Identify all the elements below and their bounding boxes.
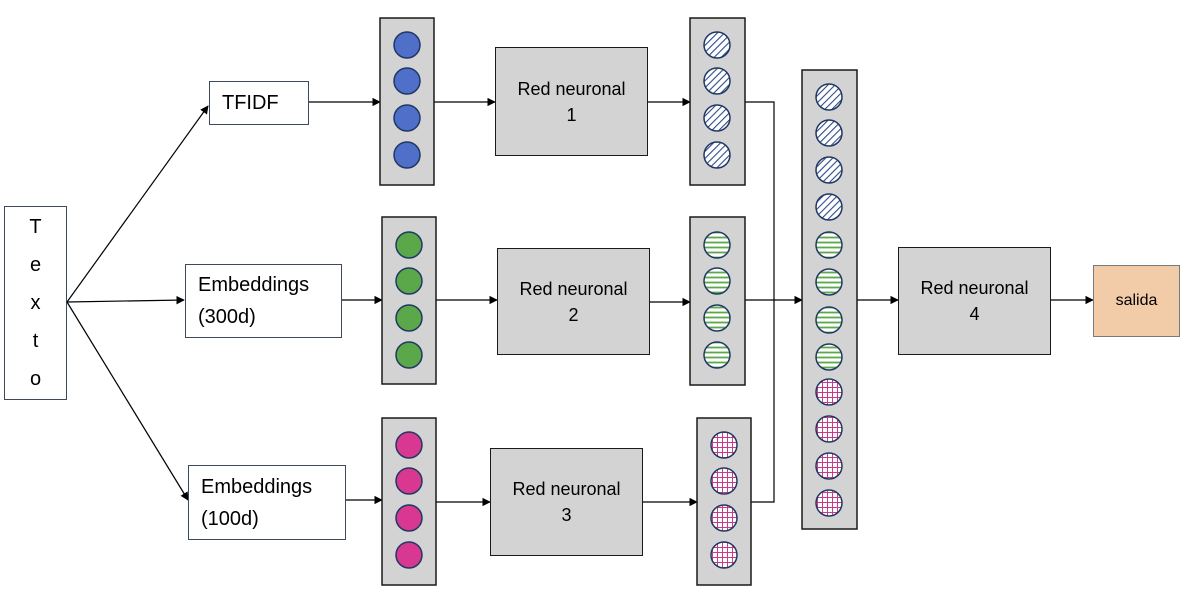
node (393, 104, 421, 132)
nn3-title: Red neuronal (512, 479, 621, 499)
node (815, 489, 843, 517)
texto-letter: o (29, 368, 42, 390)
input-vector-1-nodes (393, 31, 421, 169)
node (395, 504, 423, 532)
node (703, 231, 731, 259)
input-vector-3-nodes (395, 431, 423, 569)
texto-input-box: T e x t o (4, 206, 67, 400)
node (710, 541, 738, 569)
node (815, 343, 843, 371)
texto-letter: T (29, 216, 42, 238)
node (393, 67, 421, 95)
node (815, 193, 843, 221)
salida-label: salida (1115, 292, 1158, 309)
node (395, 431, 423, 459)
node (815, 119, 843, 147)
node (815, 306, 843, 334)
neural-network-2: Red neuronal 2 (497, 248, 650, 355)
nn1-title: Red neuronal (517, 78, 626, 99)
nn3-number: 3 (561, 505, 572, 525)
nn2-title: Red neuronal (519, 278, 628, 299)
arrow-texto-emb100 (66, 301, 189, 501)
node (703, 304, 731, 332)
node (703, 104, 731, 132)
node (703, 67, 731, 95)
node (710, 504, 738, 532)
texto-letter: x (30, 292, 41, 314)
salida-output-box: salida (1093, 265, 1180, 337)
embeddings-100d-box: Embeddings (100d) (188, 465, 346, 540)
nn4-number: 4 (969, 304, 980, 324)
arrow-texto-emb300 (66, 295, 185, 305)
node (815, 83, 843, 111)
neural-network-4: Red neuronal 4 (898, 247, 1051, 355)
embeddings-100d-label-line1: Embeddings (201, 476, 313, 498)
input-vector-2-nodes (395, 231, 423, 369)
node (815, 378, 843, 406)
node (393, 31, 421, 59)
node (393, 141, 421, 169)
neural-network-3: Red neuronal 3 (490, 448, 643, 556)
node (395, 467, 423, 495)
node (815, 231, 843, 259)
nn4-title: Red neuronal (920, 278, 1029, 298)
output-vector-2-nodes (703, 231, 731, 369)
node (710, 467, 738, 495)
concat-vector-nodes (815, 83, 843, 517)
nn2-number: 2 (568, 304, 579, 325)
embeddings-300d-box: Embeddings (300d) (185, 264, 342, 338)
node (395, 304, 423, 332)
node (815, 452, 843, 480)
output-vector-1-nodes (703, 31, 731, 169)
embeddings-300d-label-line1: Embeddings (198, 274, 310, 296)
node (710, 431, 738, 459)
merge-line (745, 101, 775, 503)
embeddings-100d-label-line2: (100d) (201, 508, 259, 530)
node (395, 341, 423, 369)
output-vector-3-nodes (710, 431, 738, 569)
tfidf-label: TFIDF (222, 92, 279, 114)
node (815, 156, 843, 184)
arrow-texto-tfidf (66, 105, 209, 303)
tfidf-box: TFIDF (209, 81, 309, 125)
neural-network-1: Red neuronal 1 (495, 47, 648, 156)
embeddings-300d-label-line2: (300d) (198, 306, 256, 328)
node (395, 231, 423, 259)
node (703, 267, 731, 295)
node (395, 541, 423, 569)
nn1-number: 1 (566, 104, 577, 125)
node (703, 341, 731, 369)
node (815, 268, 843, 296)
node (703, 141, 731, 169)
node (703, 31, 731, 59)
node (815, 415, 843, 443)
texto-letter: t (32, 330, 39, 352)
texto-letter: e (29, 254, 42, 276)
node (395, 267, 423, 295)
